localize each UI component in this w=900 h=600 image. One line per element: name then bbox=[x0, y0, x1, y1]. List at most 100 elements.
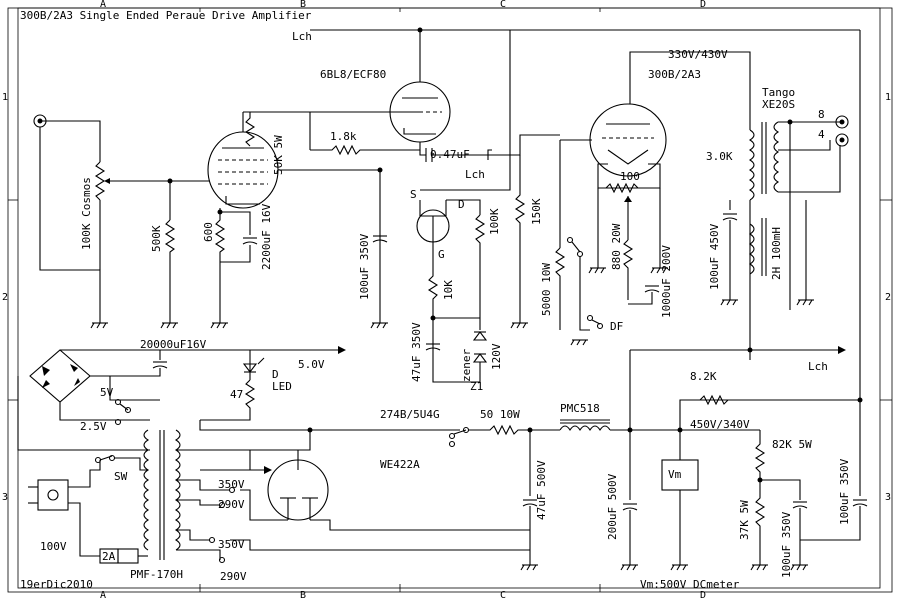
fet-transistor bbox=[416, 200, 450, 270]
lch-right-label: Lch bbox=[808, 360, 828, 373]
resistor-82k-label: 82K 5W bbox=[772, 438, 812, 451]
wire-input bbox=[39, 120, 101, 323]
tap-4-label: 4 bbox=[818, 128, 825, 141]
sheet-border bbox=[7, 7, 893, 593]
heater-switch bbox=[114, 398, 132, 426]
bridge-rectifier bbox=[29, 349, 91, 403]
resistor-8k2 bbox=[679, 394, 860, 430]
resistor-8k2-label: 8.2K bbox=[690, 370, 717, 383]
xfmr-impedance-label: 3.0K bbox=[706, 150, 733, 163]
speaker-terminal-4 bbox=[835, 133, 849, 147]
rect-we-label: WE422A bbox=[380, 458, 420, 471]
resistor-150k bbox=[514, 155, 526, 323]
tap-350a-label: 350V bbox=[218, 478, 245, 491]
fuse-label: 2A bbox=[102, 550, 116, 563]
cap-100u350-label: 100uF 350V bbox=[358, 233, 371, 300]
voltmeter-vm bbox=[661, 430, 699, 565]
cap-100u350-c bbox=[800, 400, 868, 541]
resistor-47 bbox=[200, 379, 256, 421]
resistor-47-label: 47 bbox=[230, 388, 243, 401]
cap-47u350-label: 47uF 350V bbox=[410, 322, 423, 382]
tap-350b-label: 350V bbox=[218, 538, 245, 551]
lch-mid-label: Lch bbox=[465, 168, 485, 181]
resistor-50k5w-label: 50K 5W bbox=[272, 135, 285, 175]
vm-label: Vm bbox=[668, 468, 682, 481]
v5-label: 5.0V bbox=[298, 358, 325, 371]
tap-290a-label: 290V bbox=[218, 498, 245, 511]
grid-row-3-left: 3 bbox=[2, 492, 8, 503]
resistor-880 bbox=[622, 239, 634, 300]
cap-047u-label: 0.47uF bbox=[430, 148, 470, 161]
cap-47u500-label: 47uF 500V bbox=[535, 460, 548, 520]
output-transformer bbox=[748, 121, 780, 201]
rect-select-label: 274B/5U4G bbox=[380, 408, 440, 421]
meter-note: Vm:500V DCmeter bbox=[640, 578, 740, 591]
tap-8-label: 8 bbox=[818, 108, 825, 121]
resistor-10k bbox=[427, 270, 439, 318]
led-led-label: LED bbox=[272, 380, 292, 393]
grid-row-2-left: 2 bbox=[2, 292, 8, 303]
fet-source-label: S bbox=[410, 188, 417, 201]
pot-100-label: 100 bbox=[620, 170, 640, 183]
volume-pot-label: 100K Cosmos bbox=[80, 177, 93, 250]
cap-20000u bbox=[110, 350, 168, 377]
resistor-880-label: 880 20W bbox=[610, 223, 623, 270]
fet-drain-label: D bbox=[458, 198, 465, 211]
cap-100u350c-label: 100uF 350V bbox=[838, 458, 851, 525]
zener-label: zener bbox=[460, 349, 473, 382]
resistor-37k-label: 37K 5W bbox=[738, 500, 751, 540]
resistor-10k-label: 10K bbox=[442, 280, 455, 300]
resistor-500k-label: 500K bbox=[150, 225, 163, 252]
triode-tube-6bl8 bbox=[389, 81, 451, 143]
diagram-title: 300B/2A3 Single Ended Peraue Drive Ampli… bbox=[20, 9, 312, 22]
zener-z1-label: Z1 bbox=[470, 380, 483, 393]
grid-col-c-top: C bbox=[500, 0, 506, 10]
cap-20000-label: 20000uF16V bbox=[140, 338, 207, 351]
grid-col-d-bottom: D bbox=[700, 590, 706, 600]
tube-6bl8-label: 6BL8/ECF80 bbox=[320, 68, 386, 81]
grid-col-a-bottom: A bbox=[100, 590, 106, 600]
v5v-tap-label: 5V bbox=[100, 386, 114, 399]
choke-2h-label: 2H 100mH bbox=[770, 227, 783, 280]
resistor-5000 bbox=[554, 247, 566, 330]
grid-col-c-bottom: C bbox=[500, 590, 506, 600]
b-plus-label: 330V/430V bbox=[668, 48, 728, 61]
zener-120v-label: 120V bbox=[490, 343, 503, 370]
led-d-label: D bbox=[272, 368, 279, 381]
resistor-100k-drain bbox=[474, 214, 486, 330]
grid-row-2-right: 2 bbox=[885, 292, 891, 303]
zener-diodes bbox=[472, 331, 488, 382]
df-switch-label: DF bbox=[610, 320, 623, 333]
b450-label: 450V/340V bbox=[690, 418, 750, 431]
grid-col-a-top: A bbox=[100, 0, 106, 10]
cap-1000u-label: 1000uF 200V bbox=[660, 245, 673, 318]
cathode-rc bbox=[214, 208, 258, 323]
power-switch bbox=[94, 454, 116, 464]
grid-row-1-left: 1 bbox=[2, 92, 8, 103]
pentode-tube-6bl8 bbox=[207, 112, 279, 209]
date-stamp: 19erDic2010 bbox=[20, 578, 93, 591]
choke-2h bbox=[748, 200, 807, 300]
volume-pot bbox=[94, 161, 171, 270]
cap-100u350-b bbox=[792, 501, 808, 565]
resistor-500k bbox=[164, 219, 176, 323]
resistor-82k bbox=[754, 430, 766, 480]
cap-200u500 bbox=[622, 430, 638, 565]
ground-symbols bbox=[90, 267, 814, 571]
resistor-50-label: 50 10W bbox=[480, 408, 520, 421]
resistor-50-10w bbox=[468, 424, 560, 436]
resistor-150k-label: 150K bbox=[530, 198, 543, 225]
grid-row-1-right: 1 bbox=[885, 92, 891, 103]
resistor-600-label: 600 bbox=[202, 222, 215, 242]
grid-col-b-bottom: B bbox=[300, 590, 306, 600]
mains-label: 100V bbox=[40, 540, 67, 553]
power-triode-300b bbox=[589, 103, 667, 177]
v2_5-tap-label: 2.5V bbox=[80, 420, 107, 433]
tube-300b-label: 300B/2A3 bbox=[648, 68, 701, 81]
grid-col-d-top: D bbox=[700, 0, 706, 10]
cap-1000u bbox=[628, 285, 660, 305]
choke-pmc-label: PMC518 bbox=[560, 402, 600, 415]
grid-col-b-top: B bbox=[300, 0, 306, 10]
cap-200u500-label: 200uF 500V bbox=[606, 473, 619, 540]
